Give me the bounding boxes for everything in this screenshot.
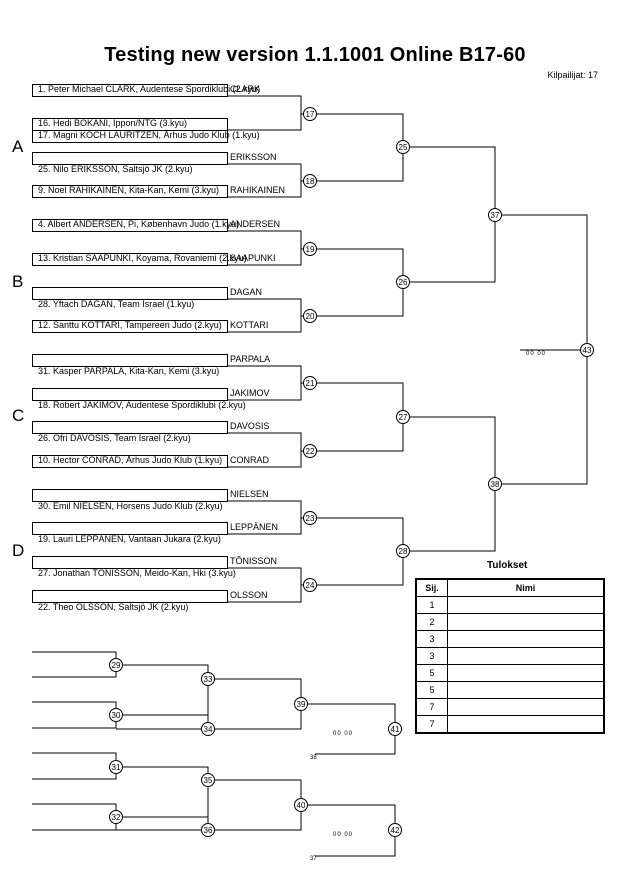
participant-label: 28. Yftach DAGAN, Team Israel (1.kyu) [38,299,195,309]
match-number[interactable]: 25 [396,140,410,154]
repechage-score: 00 00 [333,832,354,838]
match-number[interactable]: 19 [303,242,317,256]
winner-name: ERIKSSON [230,152,277,162]
competitor-count: Kilpailijat: 17 [547,70,598,80]
participant-label: 18. Robert JAKIMOV, Audentese Spordiklub… [38,400,246,410]
table-row: 7 [415,715,605,734]
match-number[interactable]: 18 [303,174,317,188]
match-number[interactable]: 34 [201,722,215,736]
repechage-score: 00 00 [333,731,354,737]
winner-name: JAKIMOV [230,388,270,398]
participant-label: 31. Kasper PARPALA, Kita-Kan, Kemi (3.ky… [38,366,220,376]
match-number[interactable]: 32 [109,810,123,824]
match-number[interactable]: 22 [303,444,317,458]
results-col-pos: Sij. [415,578,448,597]
match-number[interactable]: 23 [303,511,317,525]
winner-name: NIELSEN [230,489,269,499]
participant-label: 19. Lauri LEPPÄNEN, Vantaan Jukara (2.ky… [38,534,221,544]
ref-number: 38 [310,755,317,761]
match-number[interactable]: 21 [303,376,317,390]
match-number[interactable]: 28 [396,544,410,558]
match-number[interactable]: 37 [488,208,502,222]
participant-label: 26. Ofri DAVOSIS, Team Israel (2.kyu) [38,433,191,443]
page-title: Testing new version 1.1.1001 Online B17-… [104,44,526,66]
participant-label: 30. Emil NIELSEN, Horsens Judo Klub (2.k… [38,501,223,511]
final-score: 00 00 [526,351,547,357]
table-row: 5 [415,664,605,682]
winner-name: CLARK [230,84,261,94]
participant-label: 25. Nilo ERIKSSON, Saltsjö JK (2.kyu) [38,164,193,174]
winner-name: KOTTARI [230,320,269,330]
winner-name: CONRAD [230,455,270,465]
pool-label-b: B [12,272,24,291]
match-number[interactable]: 17 [303,107,317,121]
table-row: 5 [415,681,605,699]
table-row: 3 [415,630,605,648]
participant-label: 13. Kristian SAAPUNKI, Koyama, Rovaniemi… [38,253,247,263]
match-number[interactable]: 39 [294,697,308,711]
match-number[interactable]: 36 [201,823,215,837]
participant-label: 1. Peter Michael CLARK, Audentese Spordi… [38,84,261,94]
winner-name: RAHIKAINEN [230,185,286,195]
match-number[interactable]: 26 [396,275,410,289]
participant-label: 12. Santtu KOTTARI, Tampereen Judo (2.ky… [38,320,222,330]
results-title: Tulokset [487,560,528,571]
match-number[interactable]: 24 [303,578,317,592]
winner-name: LEPPÄNEN [230,522,279,532]
participant-label: 22. Theo OLSSON, Saltsjö JK (2.kyu) [38,602,189,612]
winner-name: OLSSON [230,590,268,600]
match-number[interactable]: 20 [303,309,317,323]
pool-label-c: C [12,406,25,425]
results-table: Sij. Nimi 1 2 3 3 5 5 7 7 [415,578,605,734]
winner-name: SAAPUNKI [230,253,276,263]
match-number[interactable]: 38 [488,477,502,491]
pool-label-a: A [12,137,24,156]
winner-name: DAVOSIS [230,421,270,431]
participant-label: 4. Albert ANDERSEN, Pi, København Judo (… [38,219,240,229]
match-number[interactable]: 31 [109,760,123,774]
match-number[interactable]: 33 [201,672,215,686]
results-col-name: Nimi [447,578,605,597]
table-row: 7 [415,698,605,716]
table-row: 3 [415,647,605,665]
participant-label: 10. Hector CONRAD, Århus Judo Klub (1.ky… [38,455,223,465]
participant-label: 16. Hedi BOKANI, Ippon/NTG (3.kyu) [38,118,188,128]
participant-label: 17. Magni KOCH LAURITZEN, Århus Judo Klu… [38,130,260,140]
winner-name: PARPALA [230,354,271,364]
match-number[interactable]: 29 [109,658,123,672]
match-number[interactable]: 40 [294,798,308,812]
final-match-number[interactable]: 43 [580,343,594,357]
table-row: 1 [415,596,605,614]
winner-name: DAGAN [230,287,263,297]
participant-label: 9. Noel RAHIKAINEN, Kita-Kan, Kemi (3.ky… [38,185,220,195]
match-number[interactable]: 30 [109,708,123,722]
match-number[interactable]: 27 [396,410,410,424]
table-row: 2 [415,613,605,631]
match-number[interactable]: 41 [388,722,402,736]
ref-number: 37 [310,856,317,862]
participant-label: 27. Jonathan TÕNISSON, Meido-Kan, Hki (3… [38,568,236,578]
match-number[interactable]: 35 [201,773,215,787]
winner-name: ANDERSEN [230,219,281,229]
match-number[interactable]: 42 [388,823,402,837]
winner-name: TÕNISSON [230,556,278,566]
pool-label-d: D [12,541,25,560]
